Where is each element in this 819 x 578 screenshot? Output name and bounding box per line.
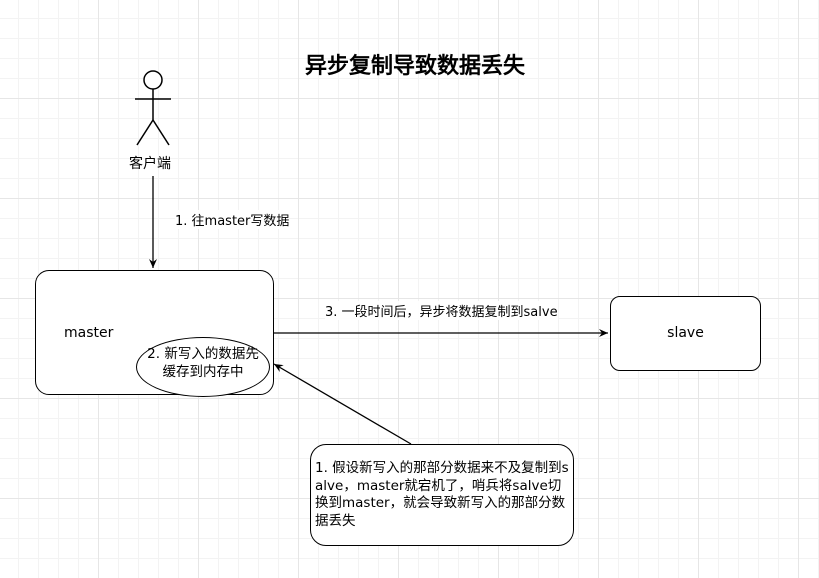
memory-cache-line-2: 缓存到内存中 [162,364,244,380]
master-label: master [64,325,114,341]
note-box [310,444,574,546]
edge-label-client-to-master: 1. 往master写数据 [175,210,290,229]
diagram-title: 异步复制导致数据丢失 [304,53,525,79]
slave-label: slave [667,325,704,341]
slave-node [610,296,761,371]
memory-cache-ellipse [136,337,270,397]
note-text: 1. 假设新写入的那部分数据来不及复制到salve，master就宕机了，哨兵将… [315,460,569,529]
arrow-note-to-ellipse [273,363,412,445]
memory-cache-line-1: 2. 新写入的数据先 [147,346,259,362]
client-label: 客户端 [129,156,171,172]
memory-cache-text: 2. 新写入的数据先 缓存到内存中 [136,345,270,381]
edge-label-master-to-slave: 3. 一段时间后，异步将数据复制到salve [325,301,558,320]
client-actor-icon [135,70,171,146]
